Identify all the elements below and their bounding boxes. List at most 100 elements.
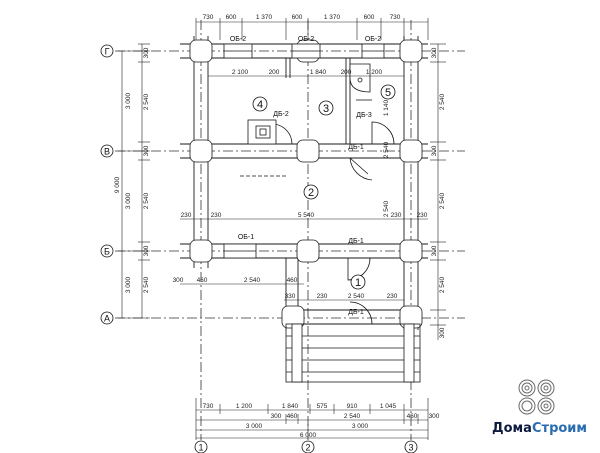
svg-text:300: 300	[143, 145, 150, 156]
label-ob1: ОБ-1	[238, 234, 254, 241]
room-4-label: 4	[257, 99, 263, 111]
svg-text:300: 300	[143, 245, 150, 256]
svg-text:3 000: 3 000	[125, 92, 132, 109]
svg-text:460: 460	[287, 413, 298, 420]
svg-text:1 840: 1 840	[282, 403, 299, 410]
interior-dimension-labels: 2 100 200 1 840 200 1 200 230 230 5 540 …	[173, 69, 428, 300]
axis-label-1: 1	[198, 443, 203, 453]
axis-label-g: Г	[105, 47, 110, 57]
svg-text:2 540: 2 540	[383, 200, 390, 217]
room-numbers: 4 3 5 2 1	[257, 87, 391, 289]
svg-text:3 000: 3 000	[246, 423, 263, 430]
axis-label-b: Б	[104, 247, 110, 257]
svg-text:600: 600	[226, 14, 237, 21]
axis-marker-a	[100, 311, 114, 325]
svg-text:5 540: 5 540	[298, 212, 315, 219]
svg-text:2 540: 2 540	[439, 276, 446, 293]
room-5-label: 5	[385, 87, 391, 99]
left-dimension-chain	[118, 43, 150, 319]
svg-text:3 000: 3 000	[125, 192, 132, 209]
svg-text:460: 460	[287, 277, 298, 284]
logo-text-part2: Строим	[532, 421, 587, 436]
svg-text:1 370: 1 370	[324, 14, 341, 21]
label-db1-mid: ДБ-1	[348, 238, 364, 245]
company-logo: Дома Строим	[492, 379, 587, 436]
bottom-dimension-chain	[195, 398, 429, 440]
svg-text:600: 600	[364, 14, 375, 21]
door-labels: ДБ-2 ДБ-3 ДБ-1 ДБ-1 ДБ-1	[273, 111, 372, 316]
svg-text:2 540: 2 540	[439, 93, 446, 110]
svg-text:730: 730	[390, 14, 401, 21]
svg-text:910: 910	[347, 403, 358, 410]
label-db1-lower: ДБ-1	[348, 309, 364, 316]
svg-text:230: 230	[391, 212, 402, 219]
svg-text:330: 330	[285, 293, 296, 300]
axis-markers	[100, 44, 418, 453]
svg-text:300: 300	[439, 327, 446, 338]
axis-marker-b	[100, 244, 114, 258]
svg-text:460: 460	[197, 277, 208, 284]
svg-text:230: 230	[387, 293, 398, 300]
entrance-stairs	[285, 323, 421, 383]
logo-mark	[518, 379, 555, 415]
svg-text:300: 300	[271, 413, 282, 420]
top-dimension-chain	[195, 18, 429, 40]
svg-text:300: 300	[429, 413, 440, 420]
left-dimension-labels: 9 000 3 000 3 000 3 000 2 540 2 540 2 54…	[114, 92, 150, 293]
svg-text:1 140: 1 140	[383, 99, 390, 116]
svg-text:2 540: 2 540	[383, 141, 390, 158]
svg-text:600: 600	[292, 14, 303, 21]
label-db3: ДБ-3	[356, 112, 372, 119]
door-db1-upper-swing	[349, 157, 373, 181]
top-dimension-labels: 730 600 1 370 600 1 370 600 730	[203, 14, 401, 21]
room-3-label: 3	[323, 103, 329, 115]
svg-text:1 200: 1 200	[236, 403, 253, 410]
axis-marker-1	[194, 440, 208, 453]
right-dimension-chain	[430, 43, 446, 340]
svg-text:200: 200	[341, 69, 352, 76]
svg-text:200: 200	[269, 69, 280, 76]
svg-text:300: 300	[431, 245, 438, 256]
room-markers	[252, 84, 396, 290]
axis-marker-2	[301, 440, 315, 453]
svg-text:1 045: 1 045	[380, 403, 397, 410]
svg-text:2 540: 2 540	[348, 293, 365, 300]
label-ob2-mid: ОБ-2	[298, 36, 314, 43]
svg-text:2 540: 2 540	[143, 192, 150, 209]
bottom-dimension-labels: 730 1 200 1 840 575 910 1 045 300 460 2 …	[203, 403, 440, 439]
axis-marker-3	[404, 440, 418, 453]
svg-text:1 370: 1 370	[256, 14, 273, 21]
axis-marker-v	[100, 144, 114, 158]
svg-text:230: 230	[417, 212, 428, 219]
svg-text:2 540: 2 540	[439, 192, 446, 209]
left-total-dim: 9 000	[114, 176, 121, 193]
bottom-total-dim: 6 000	[300, 432, 317, 439]
axis-marker-g	[100, 44, 114, 58]
svg-text:230: 230	[317, 293, 328, 300]
svg-text:1 200: 1 200	[366, 69, 383, 76]
exterior-walls	[180, 36, 428, 330]
svg-text:3 000: 3 000	[352, 423, 369, 430]
label-db1-upper: ДБ-1	[348, 144, 364, 151]
svg-text:230: 230	[181, 212, 192, 219]
svg-text:730: 730	[203, 14, 214, 21]
window-labels: ОБ-2 ОБ-2 ОБ-2 ОБ-1	[230, 36, 381, 241]
fixtures	[240, 63, 395, 177]
svg-text:300: 300	[431, 47, 438, 58]
svg-text:2 540: 2 540	[244, 277, 261, 284]
axis-label-2: 2	[305, 443, 310, 453]
axis-label-a: А	[104, 314, 110, 324]
log-corners	[189, 39, 423, 329]
room-1-label: 1	[355, 277, 361, 289]
svg-text:300: 300	[143, 47, 150, 58]
svg-text:460: 460	[407, 413, 418, 420]
label-ob2-right: ОБ-2	[365, 36, 381, 43]
door-db3-swing	[371, 121, 395, 145]
svg-text:2 100: 2 100	[232, 69, 249, 76]
svg-text:1 840: 1 840	[310, 69, 327, 76]
axis-label-3: 3	[408, 443, 413, 453]
axis-label-v: В	[104, 147, 110, 157]
svg-text:300: 300	[431, 145, 438, 156]
svg-text:230: 230	[211, 212, 222, 219]
